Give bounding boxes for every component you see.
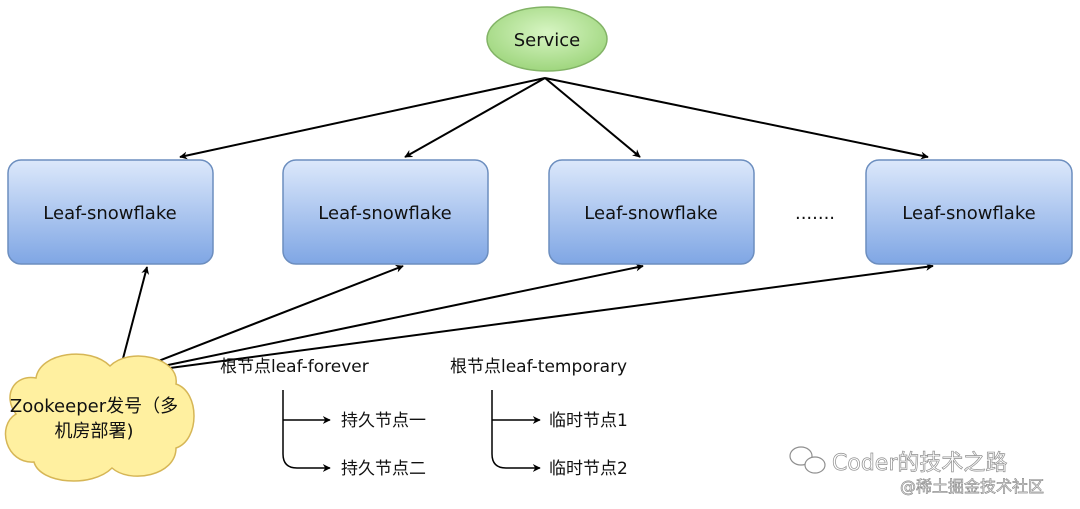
temporary-child-1: 临时节点1 [549,411,628,431]
zookeeper-label-line2: 机房部署) [54,421,133,442]
forever-tree-connectors [282,390,331,472]
leaf-node-4[interactable]: Leaf-snowflake [865,159,1073,265]
service-arrows [179,77,929,160]
wechat-icon [789,446,826,474]
zookeeper-cloud[interactable]: Zookeeper发号（多 机房部署) [4,353,195,482]
forever-root-label: 根节点leaf-forever [220,357,369,377]
forever-connector-2 [282,390,331,472]
forever-tree: 根节点leaf-forever 持久节点一 持久节点二 [220,357,426,479]
zookeeper-label-line1: Zookeeper发号（多 [10,396,178,417]
temporary-tree-connectors [491,390,541,472]
temporary-root-label: 根节点leaf-temporary [450,357,627,377]
arrow-service-leaf-2 [404,77,546,158]
leaf-node-3[interactable]: Leaf-snowflake [548,159,755,265]
forever-child-1: 持久节点一 [341,411,426,431]
zookeeper-arrows [117,262,934,378]
arrow-zk-leaf-1 [117,266,150,371]
watermark-title: Coder的技术之路 [832,451,1007,476]
leaf-node-label: Leaf-snowflake [318,203,451,224]
arrow-service-leaf-4 [544,77,929,160]
temporary-connector-2 [491,390,541,472]
watermark-subtitle: @稀土掘金技术社区 [900,477,1044,496]
arrow-zk-leaf-4 [124,262,934,378]
ellipsis: ....... [795,203,835,224]
temporary-tree: 根节点leaf-temporary 临时节点1 临时节点2 [450,357,628,479]
forever-child-2: 持久节点二 [341,459,426,479]
service-node[interactable]: Service [486,6,608,72]
temporary-child-2: 临时节点2 [549,459,628,479]
arrow-service-leaf-3 [544,77,641,158]
leaf-node-label: Leaf-snowflake [43,203,176,224]
leaf-node-2[interactable]: Leaf-snowflake [282,159,489,265]
leaf-node-1[interactable]: Leaf-snowflake [7,159,214,265]
service-label: Service [514,30,581,51]
watermark: Coder的技术之路 @稀土掘金技术社区 [789,446,1044,496]
leaf-node-label: Leaf-snowflake [584,203,717,224]
arrow-service-leaf-1 [179,77,546,160]
leaf-node-label: Leaf-snowflake [902,203,1035,224]
